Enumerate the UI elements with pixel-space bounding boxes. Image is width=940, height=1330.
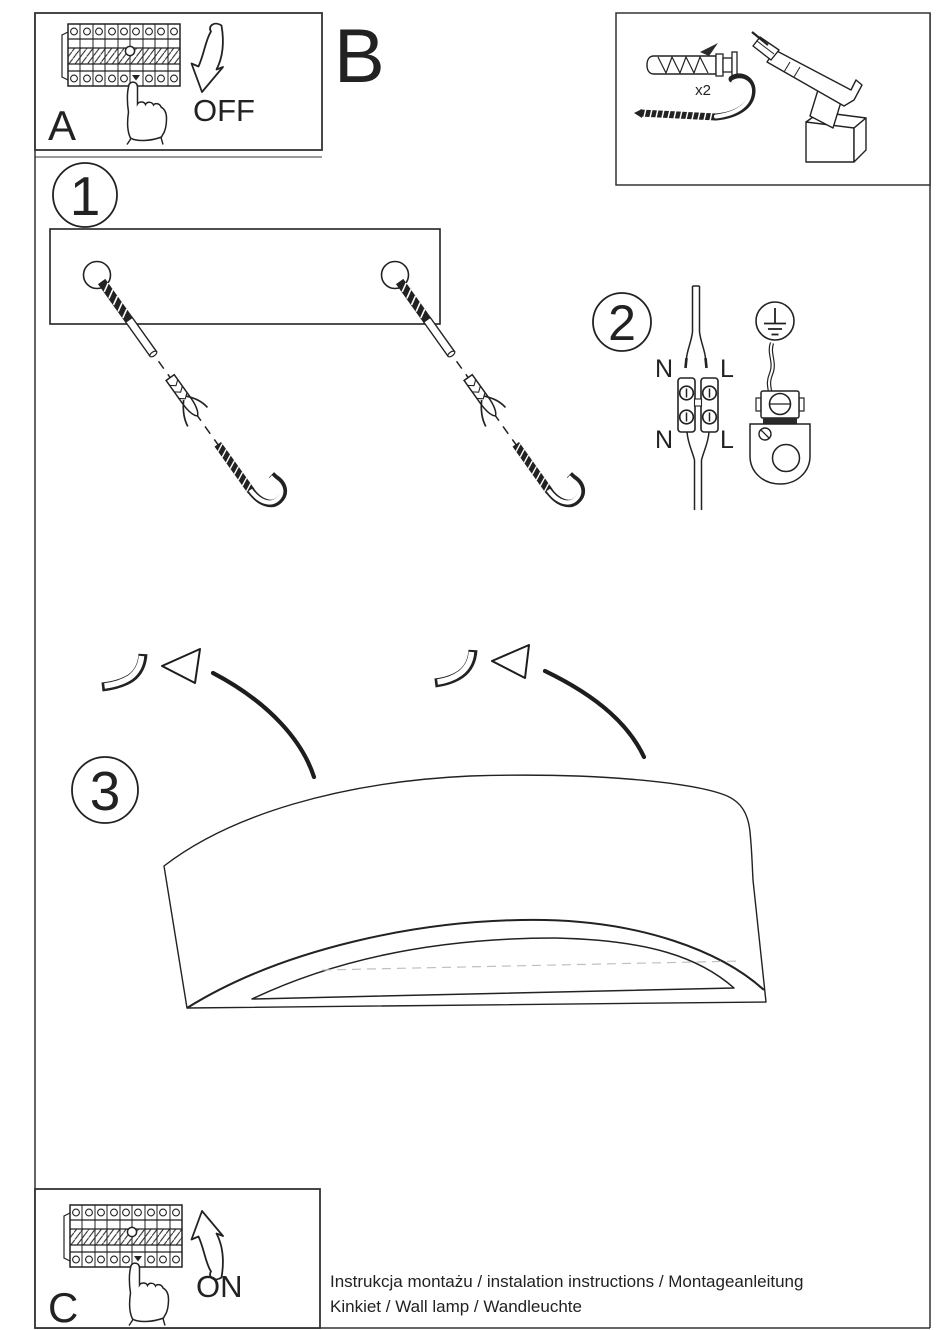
step1-number: 1 bbox=[70, 165, 101, 227]
label-a: A bbox=[48, 102, 76, 149]
ground-symbol-icon bbox=[755, 301, 795, 341]
drill-icon bbox=[751, 31, 867, 163]
terminal-block bbox=[677, 377, 719, 433]
ground-wire bbox=[766, 342, 775, 392]
hook-screw-icon bbox=[634, 73, 756, 126]
step1-circle bbox=[52, 162, 118, 228]
step1-group: 1 bbox=[49, 162, 586, 519]
anchor-assembly-right bbox=[388, 265, 586, 519]
footer: Instrukcja montażu / instalation instruc… bbox=[330, 1269, 920, 1319]
wall-plug-icon bbox=[646, 43, 738, 79]
wire-label-n-bottom: N bbox=[655, 426, 673, 454]
lamp-opening bbox=[186, 918, 765, 1009]
label-b: B bbox=[334, 14, 385, 99]
wire-label-n-top: N bbox=[655, 355, 673, 383]
lamp-terminal-icon bbox=[749, 390, 811, 485]
arrow-up-icon bbox=[190, 1210, 224, 1281]
section-a-box: A OFF bbox=[34, 12, 323, 151]
section-c-box: C ON bbox=[34, 1188, 321, 1330]
step3-group: 3 bbox=[71, 644, 767, 1009]
mains-cable-top bbox=[684, 285, 708, 369]
hang-arrow-left bbox=[161, 648, 317, 780]
footer-text-line1: Instrukcja montażu / instalation instruc… bbox=[330, 1272, 804, 1291]
lamp-seam-dashed bbox=[321, 960, 743, 971]
hang-arrow-right bbox=[491, 644, 647, 760]
label-off: OFF bbox=[193, 93, 255, 128]
anchor-quantity-label: x2 bbox=[695, 82, 711, 99]
lamp-body bbox=[163, 774, 767, 1009]
step2-circle bbox=[592, 292, 652, 352]
step2-group: 2 N L N L bbox=[592, 285, 811, 510]
wire-label-l-bottom: L bbox=[720, 426, 734, 454]
footer-text-line2: Kinkiet / Wall lamp / Wandleuchte bbox=[330, 1297, 582, 1316]
wall-plate bbox=[49, 228, 441, 325]
hook-icon-left bbox=[101, 653, 148, 692]
label-c: C bbox=[48, 1284, 78, 1330]
wire-label-l-top: L bbox=[720, 355, 734, 383]
step3-circle bbox=[71, 756, 139, 824]
hook-icon-right bbox=[434, 649, 478, 688]
label-on: ON bbox=[196, 1269, 243, 1304]
tools-box: x2 bbox=[615, 12, 931, 186]
step2-number: 2 bbox=[608, 295, 636, 351]
arrow-down-icon bbox=[190, 22, 224, 93]
mains-cable-bottom bbox=[686, 431, 710, 510]
step3-number: 3 bbox=[90, 760, 121, 822]
